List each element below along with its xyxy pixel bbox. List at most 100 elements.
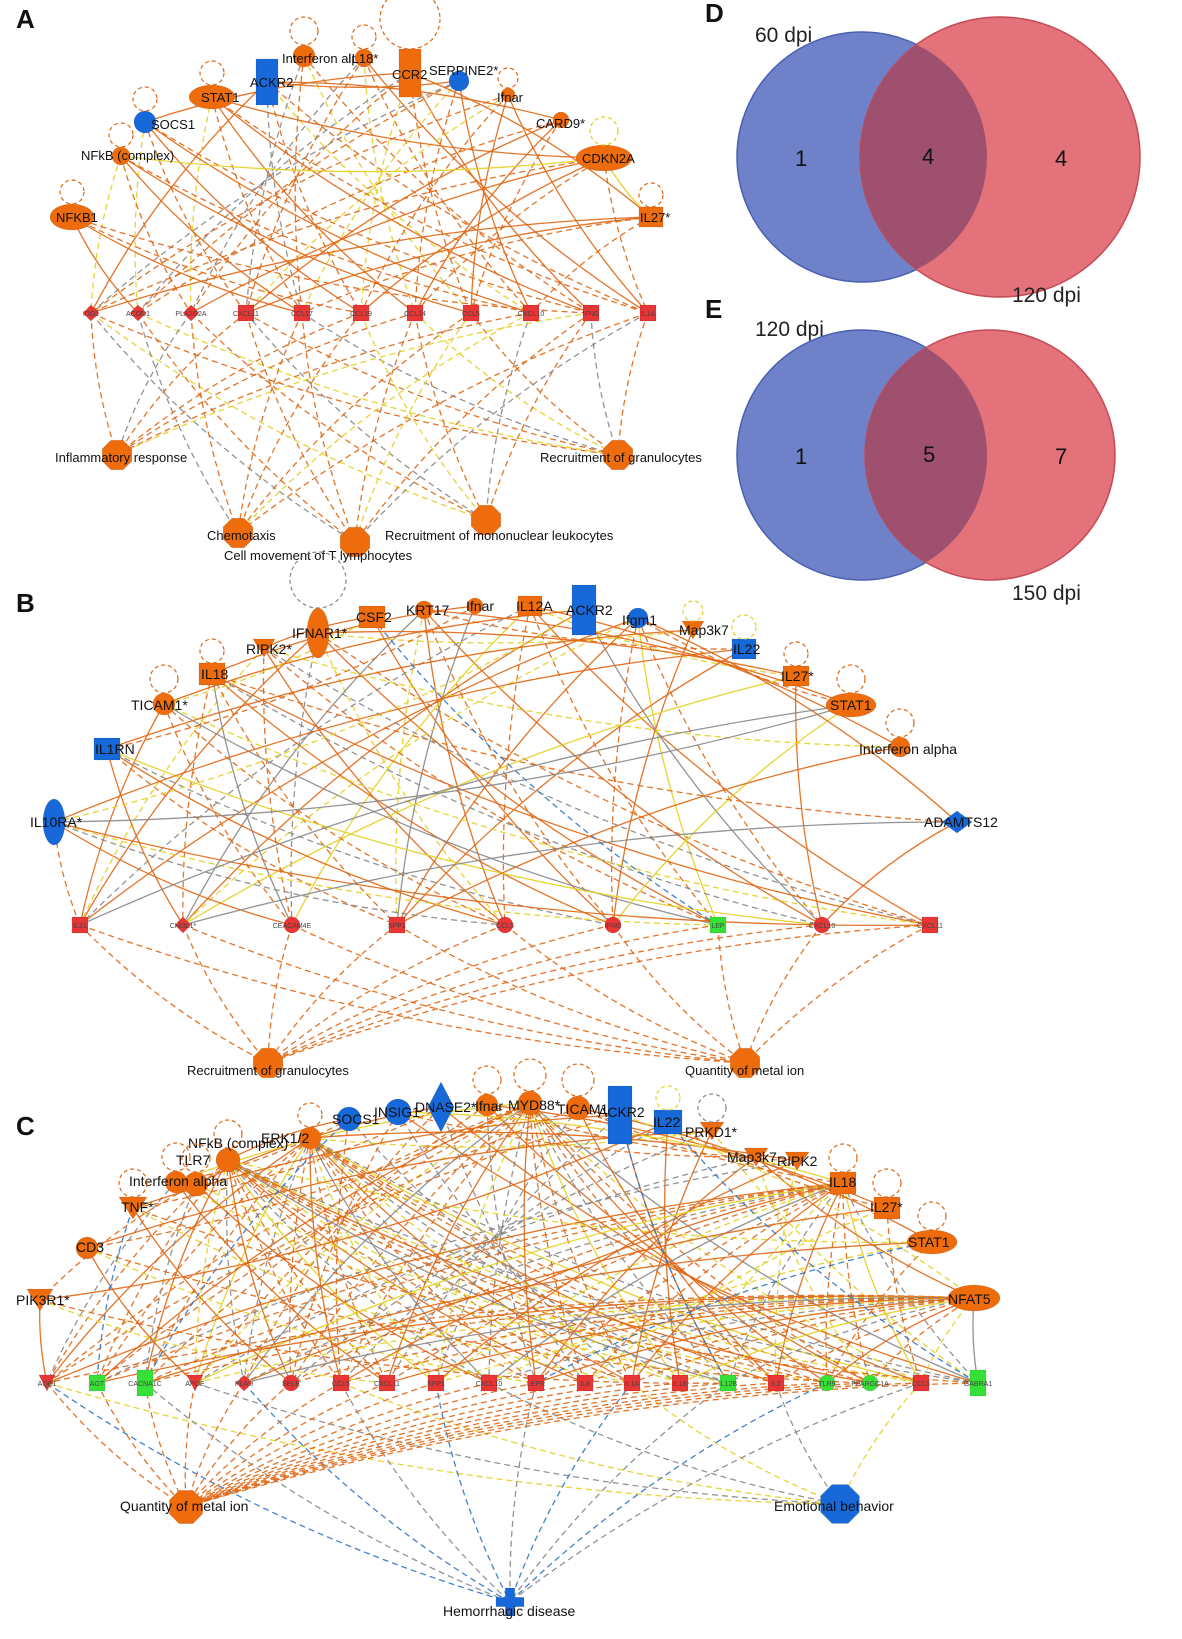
regulation-edge <box>144 1296 975 1385</box>
regulation-edge <box>309 1137 922 1385</box>
regulation-edge <box>106 629 694 751</box>
regulation-edge <box>96 1102 531 1384</box>
node-shape <box>576 1374 594 1392</box>
regulation-edge <box>483 312 532 521</box>
node-il27: IL27* <box>781 641 814 687</box>
regulation-edge <box>227 1159 681 1385</box>
regulation-edge <box>243 1182 844 1384</box>
node-label: IL10RA* <box>30 814 83 830</box>
regulation-edge <box>227 1159 292 1384</box>
regulation-edge <box>185 1382 292 1508</box>
regulation-edge <box>409 72 592 314</box>
regulation-edge <box>386 1297 975 1385</box>
node-il18: IL18* <box>348 24 378 68</box>
regulation-edge <box>227 1159 388 1384</box>
regulation-edge <box>90 312 356 543</box>
node-spp1: SPP1 <box>427 1374 445 1392</box>
node-il1rn: IL1RN <box>93 737 135 761</box>
node-lep: LEP <box>709 916 727 934</box>
regulation-edge <box>106 748 614 928</box>
regulation-edge <box>414 312 487 521</box>
node-label: IL22 <box>733 641 760 657</box>
node-shape <box>71 916 89 934</box>
node-shape <box>921 916 939 934</box>
regulation-edge <box>227 1159 979 1386</box>
regulation-edge <box>423 609 506 926</box>
node-shape <box>813 916 831 934</box>
regulation-edge <box>194 1182 844 1384</box>
node-ackr2: ACKR2 <box>250 58 293 106</box>
node-ccr2: CCR2 <box>379 0 441 98</box>
regulation-edge <box>120 155 303 314</box>
venn-left-label: 60 dpi <box>755 24 812 47</box>
regulation-edge <box>90 216 652 315</box>
regulation-edge <box>245 94 509 314</box>
regulation-edge <box>485 1102 531 1384</box>
regulation-edge <box>504 924 746 1064</box>
regulation-edge <box>179 673 213 926</box>
node-nfkb-complex: NFkB (complex) <box>188 1119 288 1173</box>
node-ccl19: CCL19 <box>350 304 372 322</box>
regulation-edge <box>195 1183 490 1384</box>
node-label: Ifnar <box>475 1098 503 1114</box>
regulation-edge <box>71 216 362 316</box>
regulation-edge <box>190 157 605 314</box>
regulation-edge <box>610 629 694 926</box>
node-serpine2: SERPINE2* <box>429 63 498 92</box>
regulation-edge <box>309 1137 729 1384</box>
node-insig1: INSIG1 <box>374 1098 420 1126</box>
regulation-edge <box>396 746 901 926</box>
regulation-edge <box>227 1159 342 1384</box>
regulation-edge <box>340 1182 844 1384</box>
regulation-edge <box>637 617 958 823</box>
regulation-edge <box>46 1382 511 1604</box>
regulation-edge <box>423 609 745 653</box>
regulation-edge <box>584 1207 888 1384</box>
regulation-edge <box>245 119 562 314</box>
self-regulation-loop <box>917 1201 947 1231</box>
regulation-edge <box>385 1102 531 1384</box>
regulation-edge <box>94 1207 134 1384</box>
regulation-edge <box>137 312 619 458</box>
node-label: SPP1 <box>427 1381 445 1388</box>
node-label: CXCL10 <box>809 923 836 930</box>
regulation-edge <box>409 72 652 218</box>
regulation-edge <box>263 647 901 751</box>
node-label: Recruitment of granulocytes <box>540 450 702 465</box>
regulation-edge <box>294 55 305 314</box>
regulation-edge <box>309 1137 828 1385</box>
node-spp1: SPP1 <box>388 916 406 934</box>
regulation-edge <box>772 1160 798 1384</box>
regulation-edge <box>185 1382 979 1509</box>
regulation-edge <box>396 648 745 926</box>
regulation-edge <box>243 1382 511 1603</box>
node-shape <box>354 48 374 68</box>
node-shape <box>384 1098 412 1126</box>
regulation-edge <box>590 312 620 456</box>
regulation-edge <box>194 1156 757 1384</box>
node-cxcl11: CXCL11 <box>374 1374 400 1392</box>
regulation-edge <box>821 821 958 926</box>
regulation-edge <box>144 1382 187 1508</box>
regulation-edge <box>120 155 532 315</box>
node-il12b: IL12B <box>719 1374 737 1392</box>
self-regulation-loop <box>589 116 619 146</box>
node-shape <box>182 304 200 322</box>
node-shape <box>912 1374 930 1392</box>
regulation-edge <box>842 1182 979 1384</box>
regulation-edge <box>363 57 417 314</box>
regulation-edge <box>211 673 293 926</box>
node-label: ERK1/2 <box>261 1130 309 1146</box>
node-adamts12: ADAMTS12 <box>924 810 998 834</box>
regulation-edge <box>755 1156 871 1384</box>
node-il21: IL21 <box>71 916 89 934</box>
regulation-edge <box>39 1121 669 1301</box>
regulation-edge <box>190 312 487 521</box>
regulation-edge <box>79 924 269 1064</box>
regulation-edge <box>423 609 823 926</box>
node-shape <box>767 1374 785 1392</box>
regulation-edge <box>182 617 639 926</box>
regulation-edge <box>245 312 619 457</box>
regulation-edge <box>470 312 619 456</box>
